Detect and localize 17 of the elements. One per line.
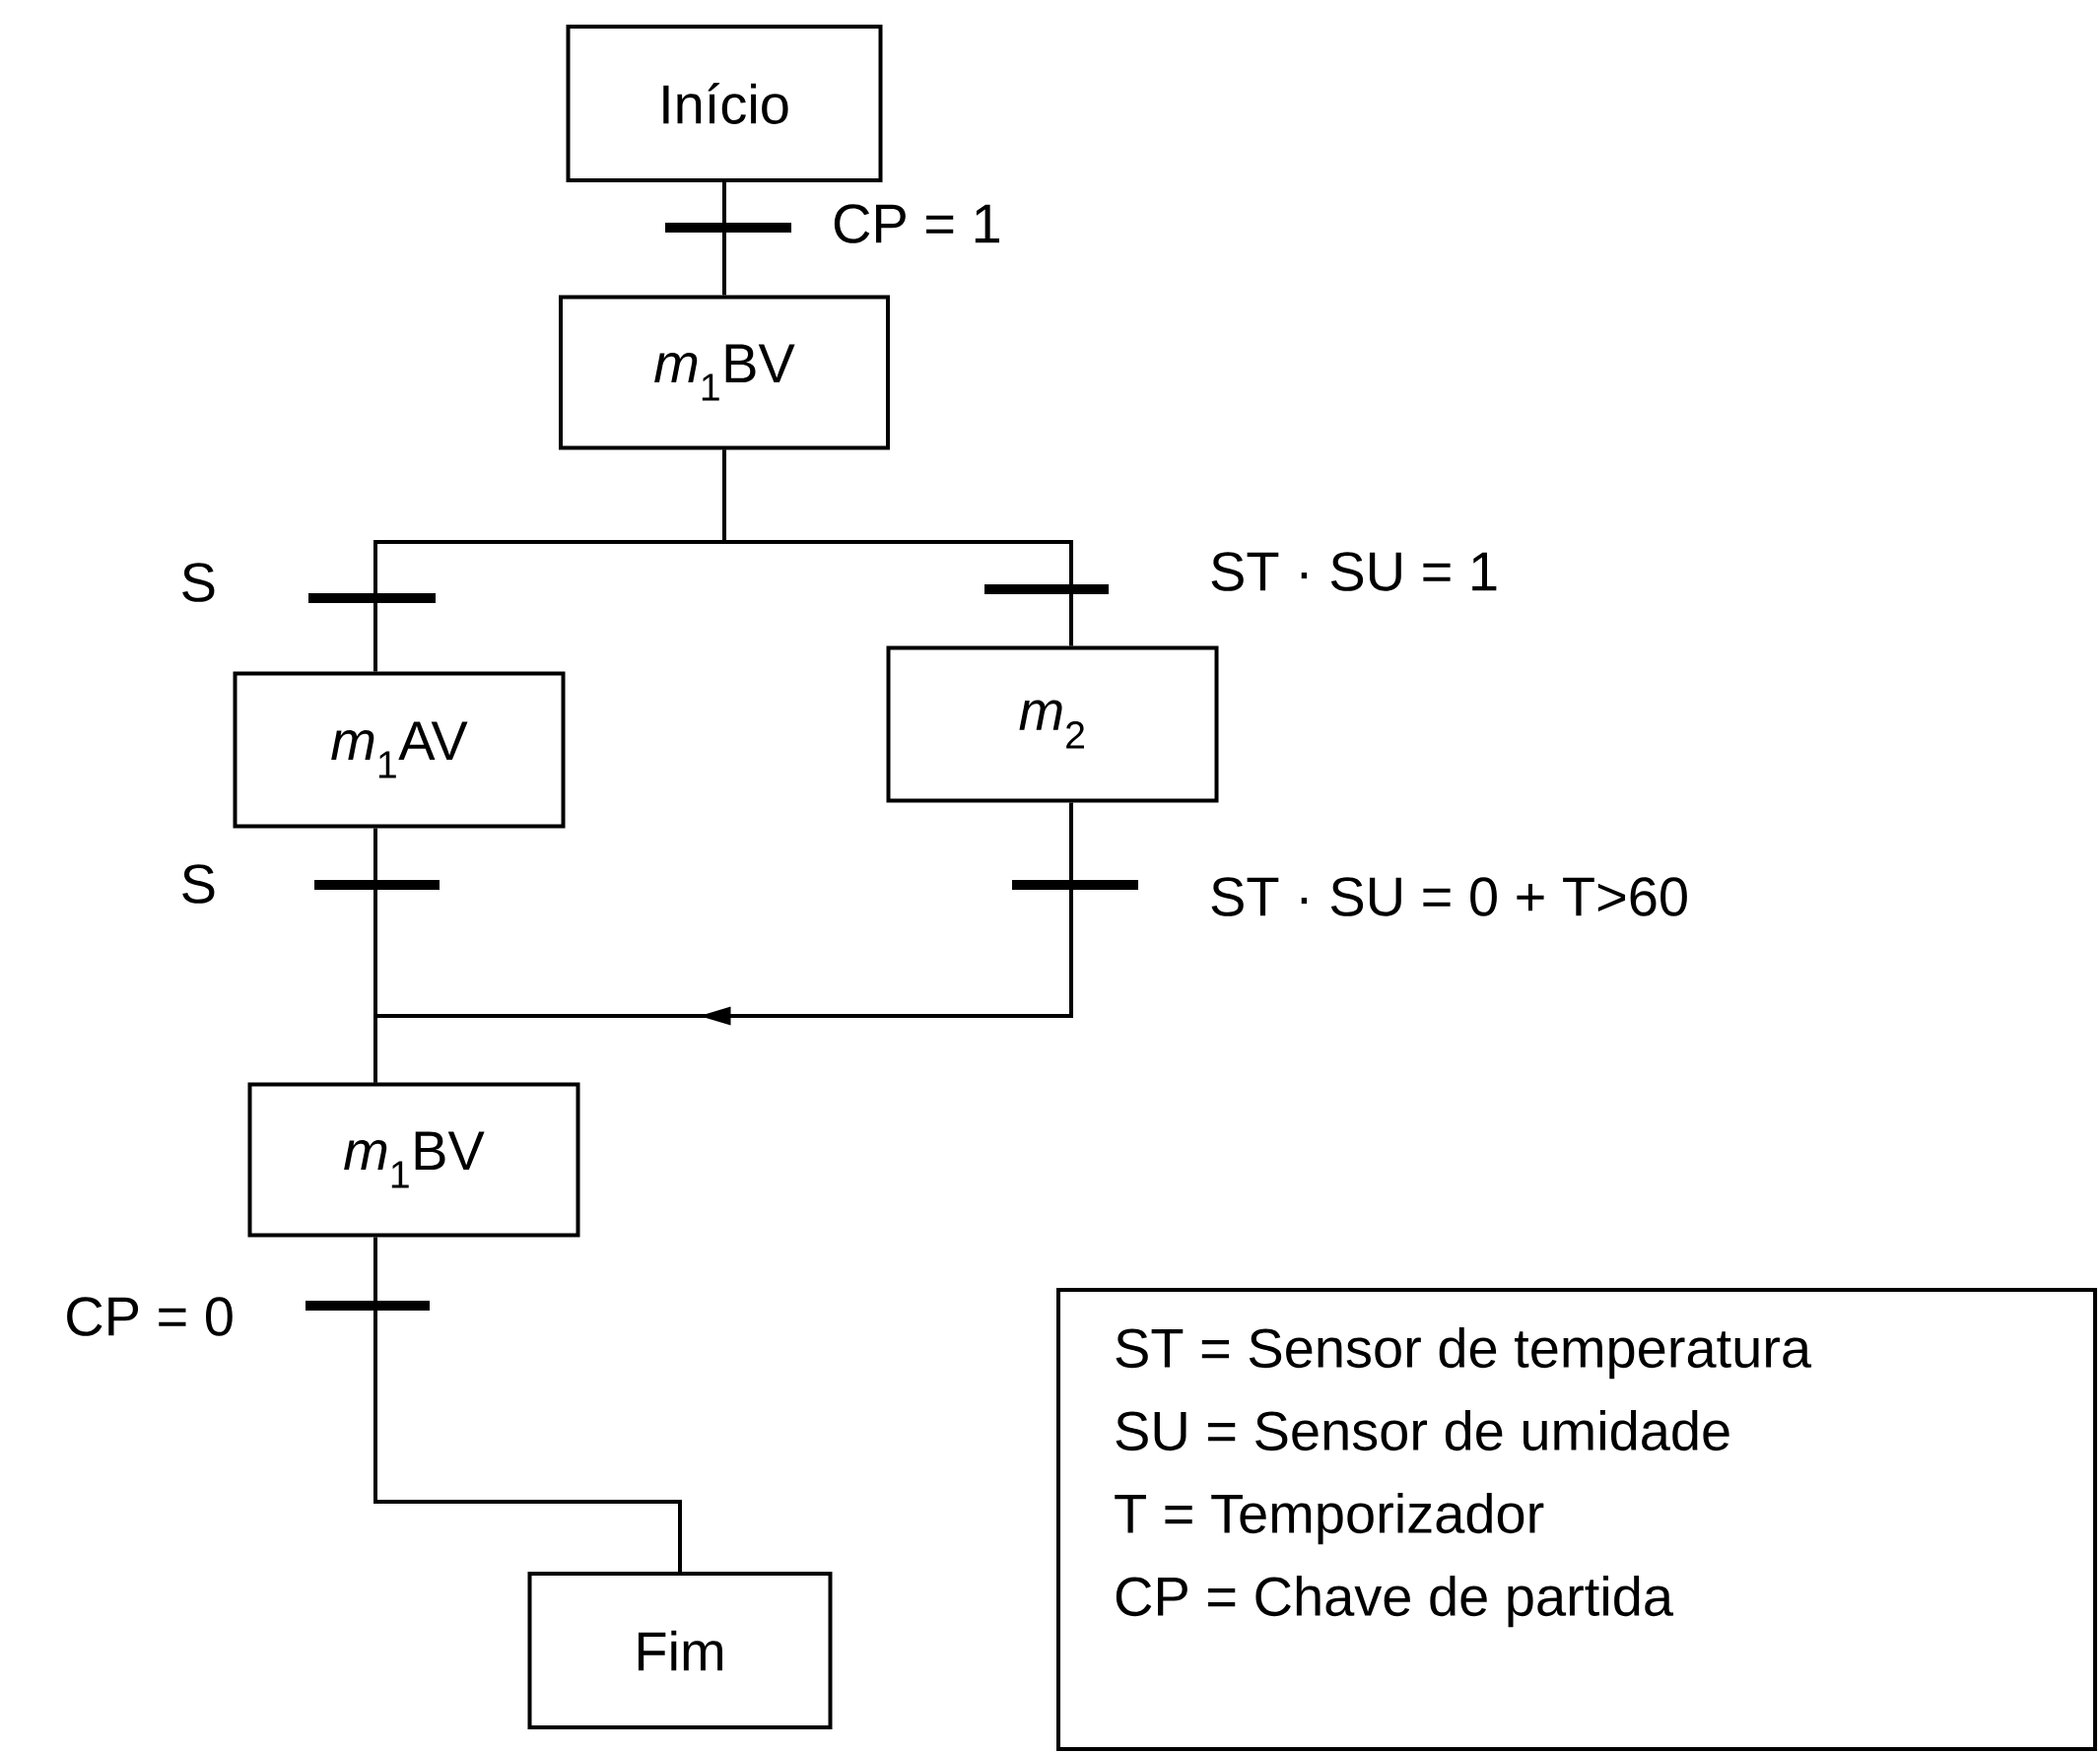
step-box: m$_{1}$BV	[559, 295, 890, 450]
transition-condition: ST · SU = 0 + T>60	[1211, 877, 1687, 916]
step-box: m$_{1}$AV	[233, 671, 566, 829]
connector-line	[373, 1237, 682, 1572]
transition-condition: CP = 0	[67, 1297, 233, 1336]
step-box: Início	[566, 25, 883, 182]
connector-line	[722, 449, 1073, 646]
connector-line	[722, 182, 726, 296]
transition-condition: ST · SU = 1	[1211, 552, 1497, 591]
transition-condition: S	[182, 864, 215, 904]
transition-condition: S	[182, 563, 215, 602]
step-box: Fim	[527, 1572, 833, 1729]
legend-box: ST = Sensor de temperatura SU = Sensor de umidade T = Temporizador CP = Chave de partida	[1056, 1288, 2097, 1751]
transition-condition: CP = 1	[834, 204, 999, 243]
step-box: m$_{2}$	[886, 645, 1219, 803]
step-box: m$_{1}$BV	[247, 1082, 580, 1238]
connector-line	[373, 802, 1073, 1083]
